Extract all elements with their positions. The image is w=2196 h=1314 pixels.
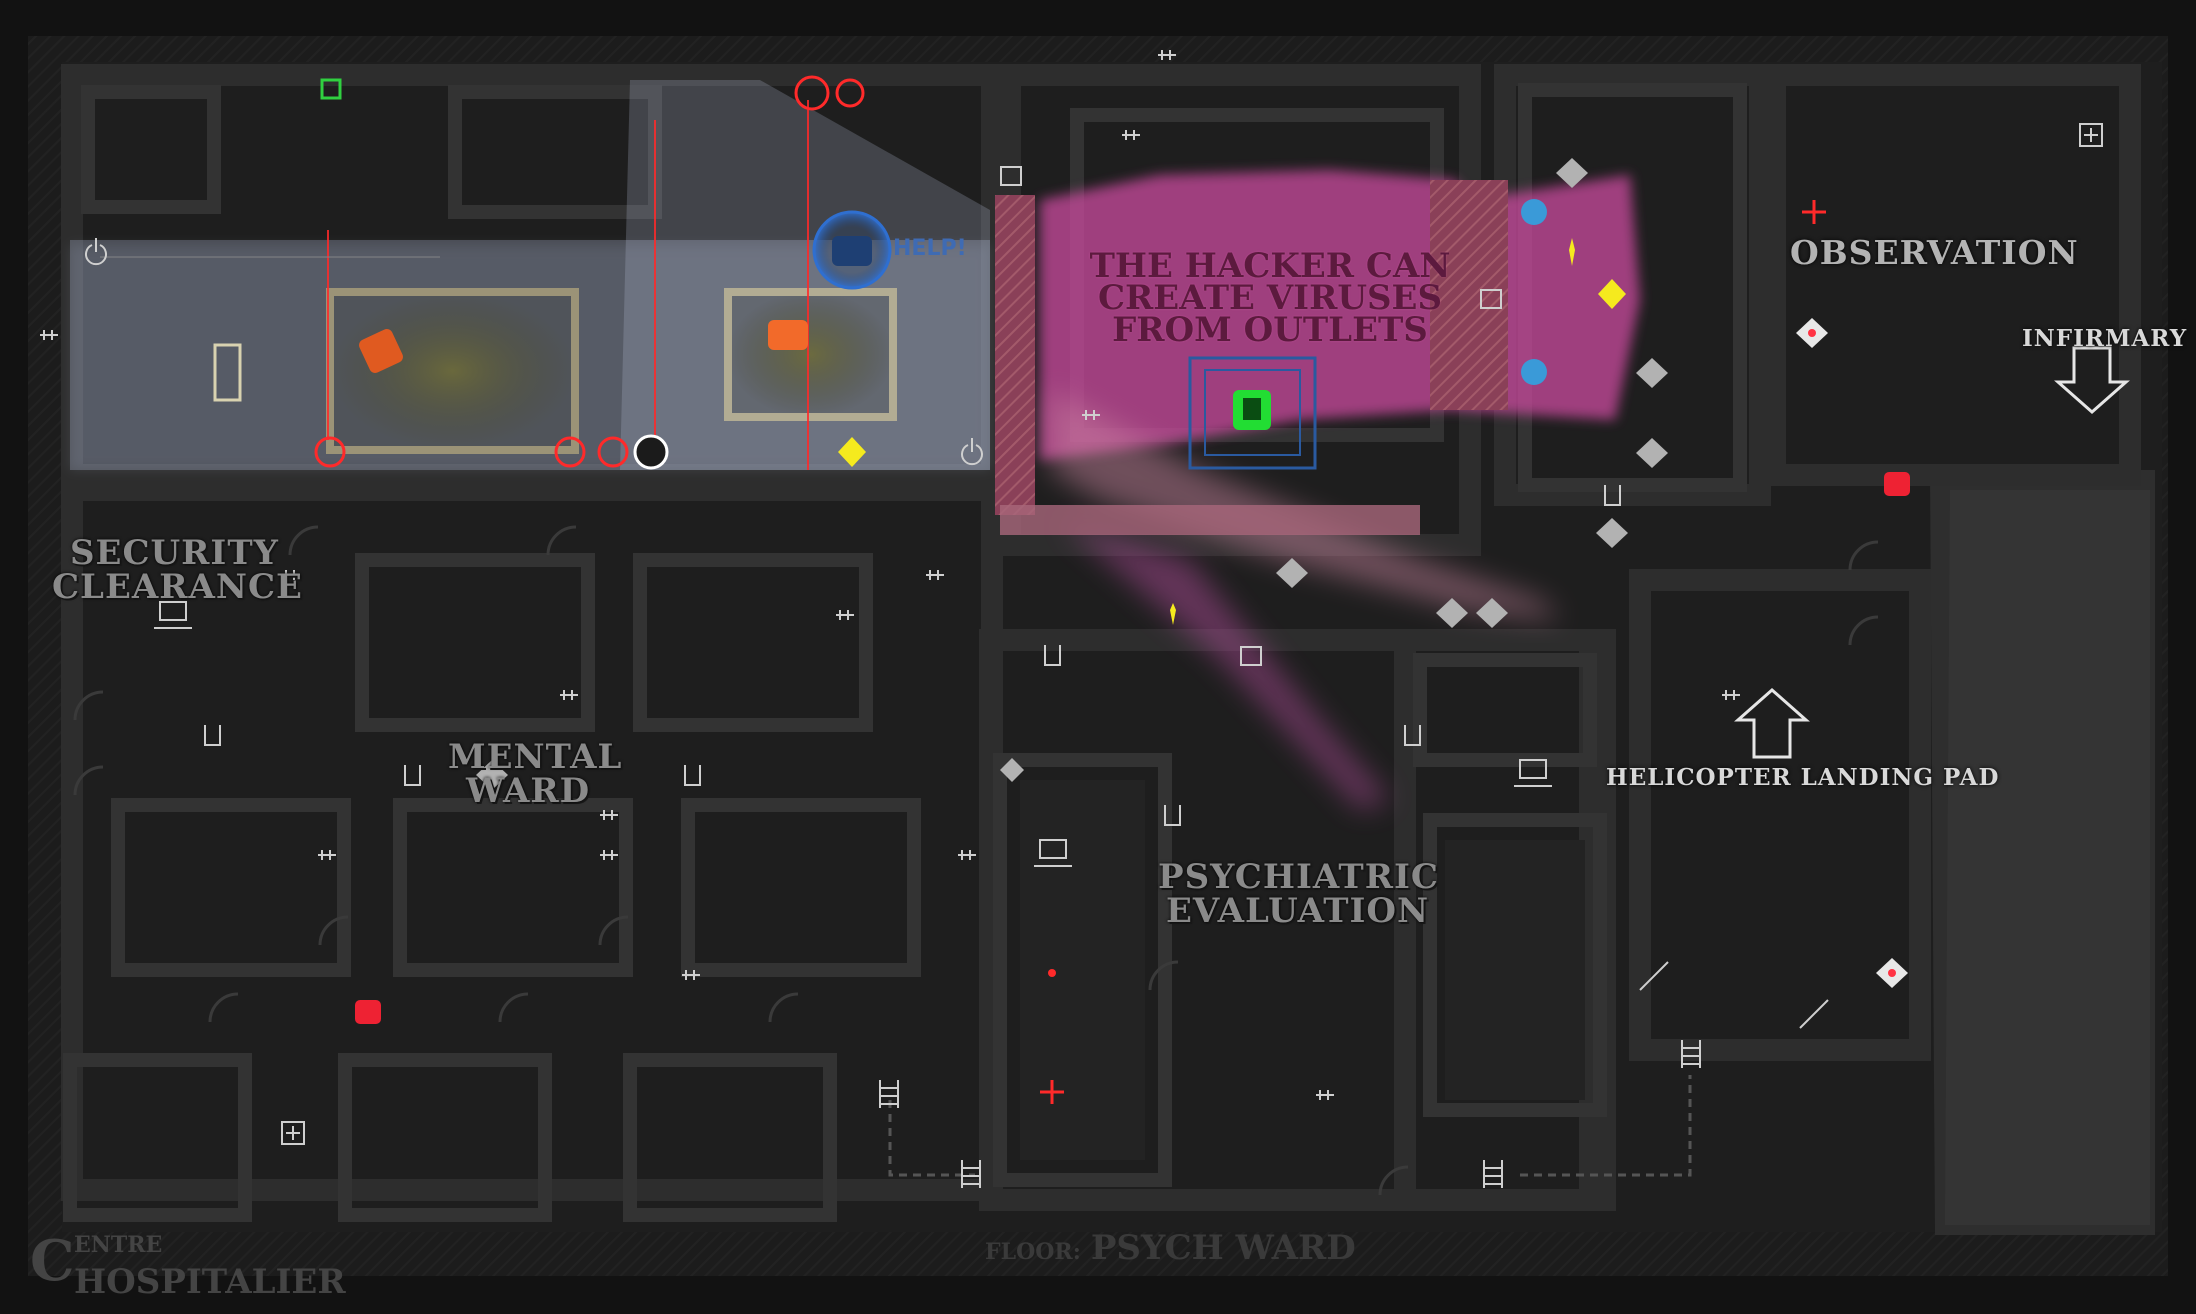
tutorial-tooltip: The Hacker can create viruses from outle… (1040, 246, 1500, 350)
cleaner-character[interactable] (812, 210, 892, 290)
hand-icon (684, 765, 701, 786)
lock-icon (1240, 646, 1262, 666)
alarm-devices (314, 75, 1826, 1104)
laptop-icon (1514, 759, 1552, 787)
ladder-icon (879, 1080, 899, 1108)
room-label-mental-ward: Mental Ward (448, 740, 622, 808)
room-label-line: Clearance (52, 567, 303, 607)
tooltip-line: The Hacker can (1089, 246, 1451, 286)
hand-icon (1044, 645, 1061, 666)
tooltip-line: from outlets (1112, 310, 1428, 350)
floor-indicator: Floor: Psych Ward (985, 1228, 1356, 1268)
power-icon (85, 238, 107, 266)
infirmary-arrow-icon (2054, 346, 2130, 415)
outlet-icons (40, 50, 1740, 1100)
room-label-helicopter-pad: Helicopter Landing Pad (1606, 764, 2000, 791)
room-label-psychiatric-evaluation: Psychiatric Evaluation (1158, 860, 1439, 928)
medkit-icon (281, 1121, 305, 1145)
room-label-line: Mental (448, 737, 623, 777)
laptop-icon (1034, 839, 1072, 867)
lock-icon (1000, 166, 1022, 186)
hand-icon (404, 765, 421, 786)
hand-icon (1404, 725, 1421, 746)
hand-icon (204, 725, 221, 746)
red-fist-pickup (355, 472, 1910, 1024)
keycard-terminal (320, 78, 342, 100)
ladder-icon (961, 1160, 981, 1188)
lock-icon (1480, 289, 1502, 309)
help-shout: HELP! (893, 236, 967, 261)
laser-beams (100, 100, 809, 470)
room-label-observation: Observation (1790, 233, 2079, 272)
hand-icon (1164, 805, 1181, 826)
room-label-security-clearance: Security Clearance (52, 536, 303, 604)
room-label-line: Evaluation (1166, 891, 1430, 931)
tooltip-line: create viruses (1097, 278, 1443, 318)
enemy-guard (213, 320, 808, 402)
helicopter-pad-arrow-icon (1734, 687, 1810, 759)
building-name-line2: hospitalier (74, 1262, 346, 1302)
ladder-icon (1483, 1160, 1503, 1188)
building-name-line1: entre (74, 1232, 163, 1258)
floor-label: Floor: (985, 1239, 1081, 1265)
wrench-icon (1799, 999, 1829, 1029)
map-icons (85, 123, 2103, 1188)
wrench-icon (1639, 961, 1669, 991)
hacker-character[interactable] (1188, 356, 1317, 470)
hand-icon (1604, 485, 1621, 506)
laptop-icon (154, 601, 192, 629)
power-icon (961, 438, 983, 466)
room-label-line: Psychiatric (1158, 857, 1439, 897)
room-label-infirmary: Infirmary (2022, 325, 2188, 352)
floor-name: Psych Ward (1090, 1228, 1356, 1268)
medkit-icon (2079, 123, 2103, 147)
room-label-line: Security (70, 533, 279, 573)
room-label-line: Ward (466, 771, 591, 811)
security-camera (1521, 199, 1547, 385)
loot-diamonds (476, 158, 1908, 988)
ladder-icon (1681, 1040, 1701, 1068)
building-initial: C (30, 1228, 75, 1294)
escape-route (888, 1075, 1692, 1177)
lockdown-button (633, 434, 669, 470)
